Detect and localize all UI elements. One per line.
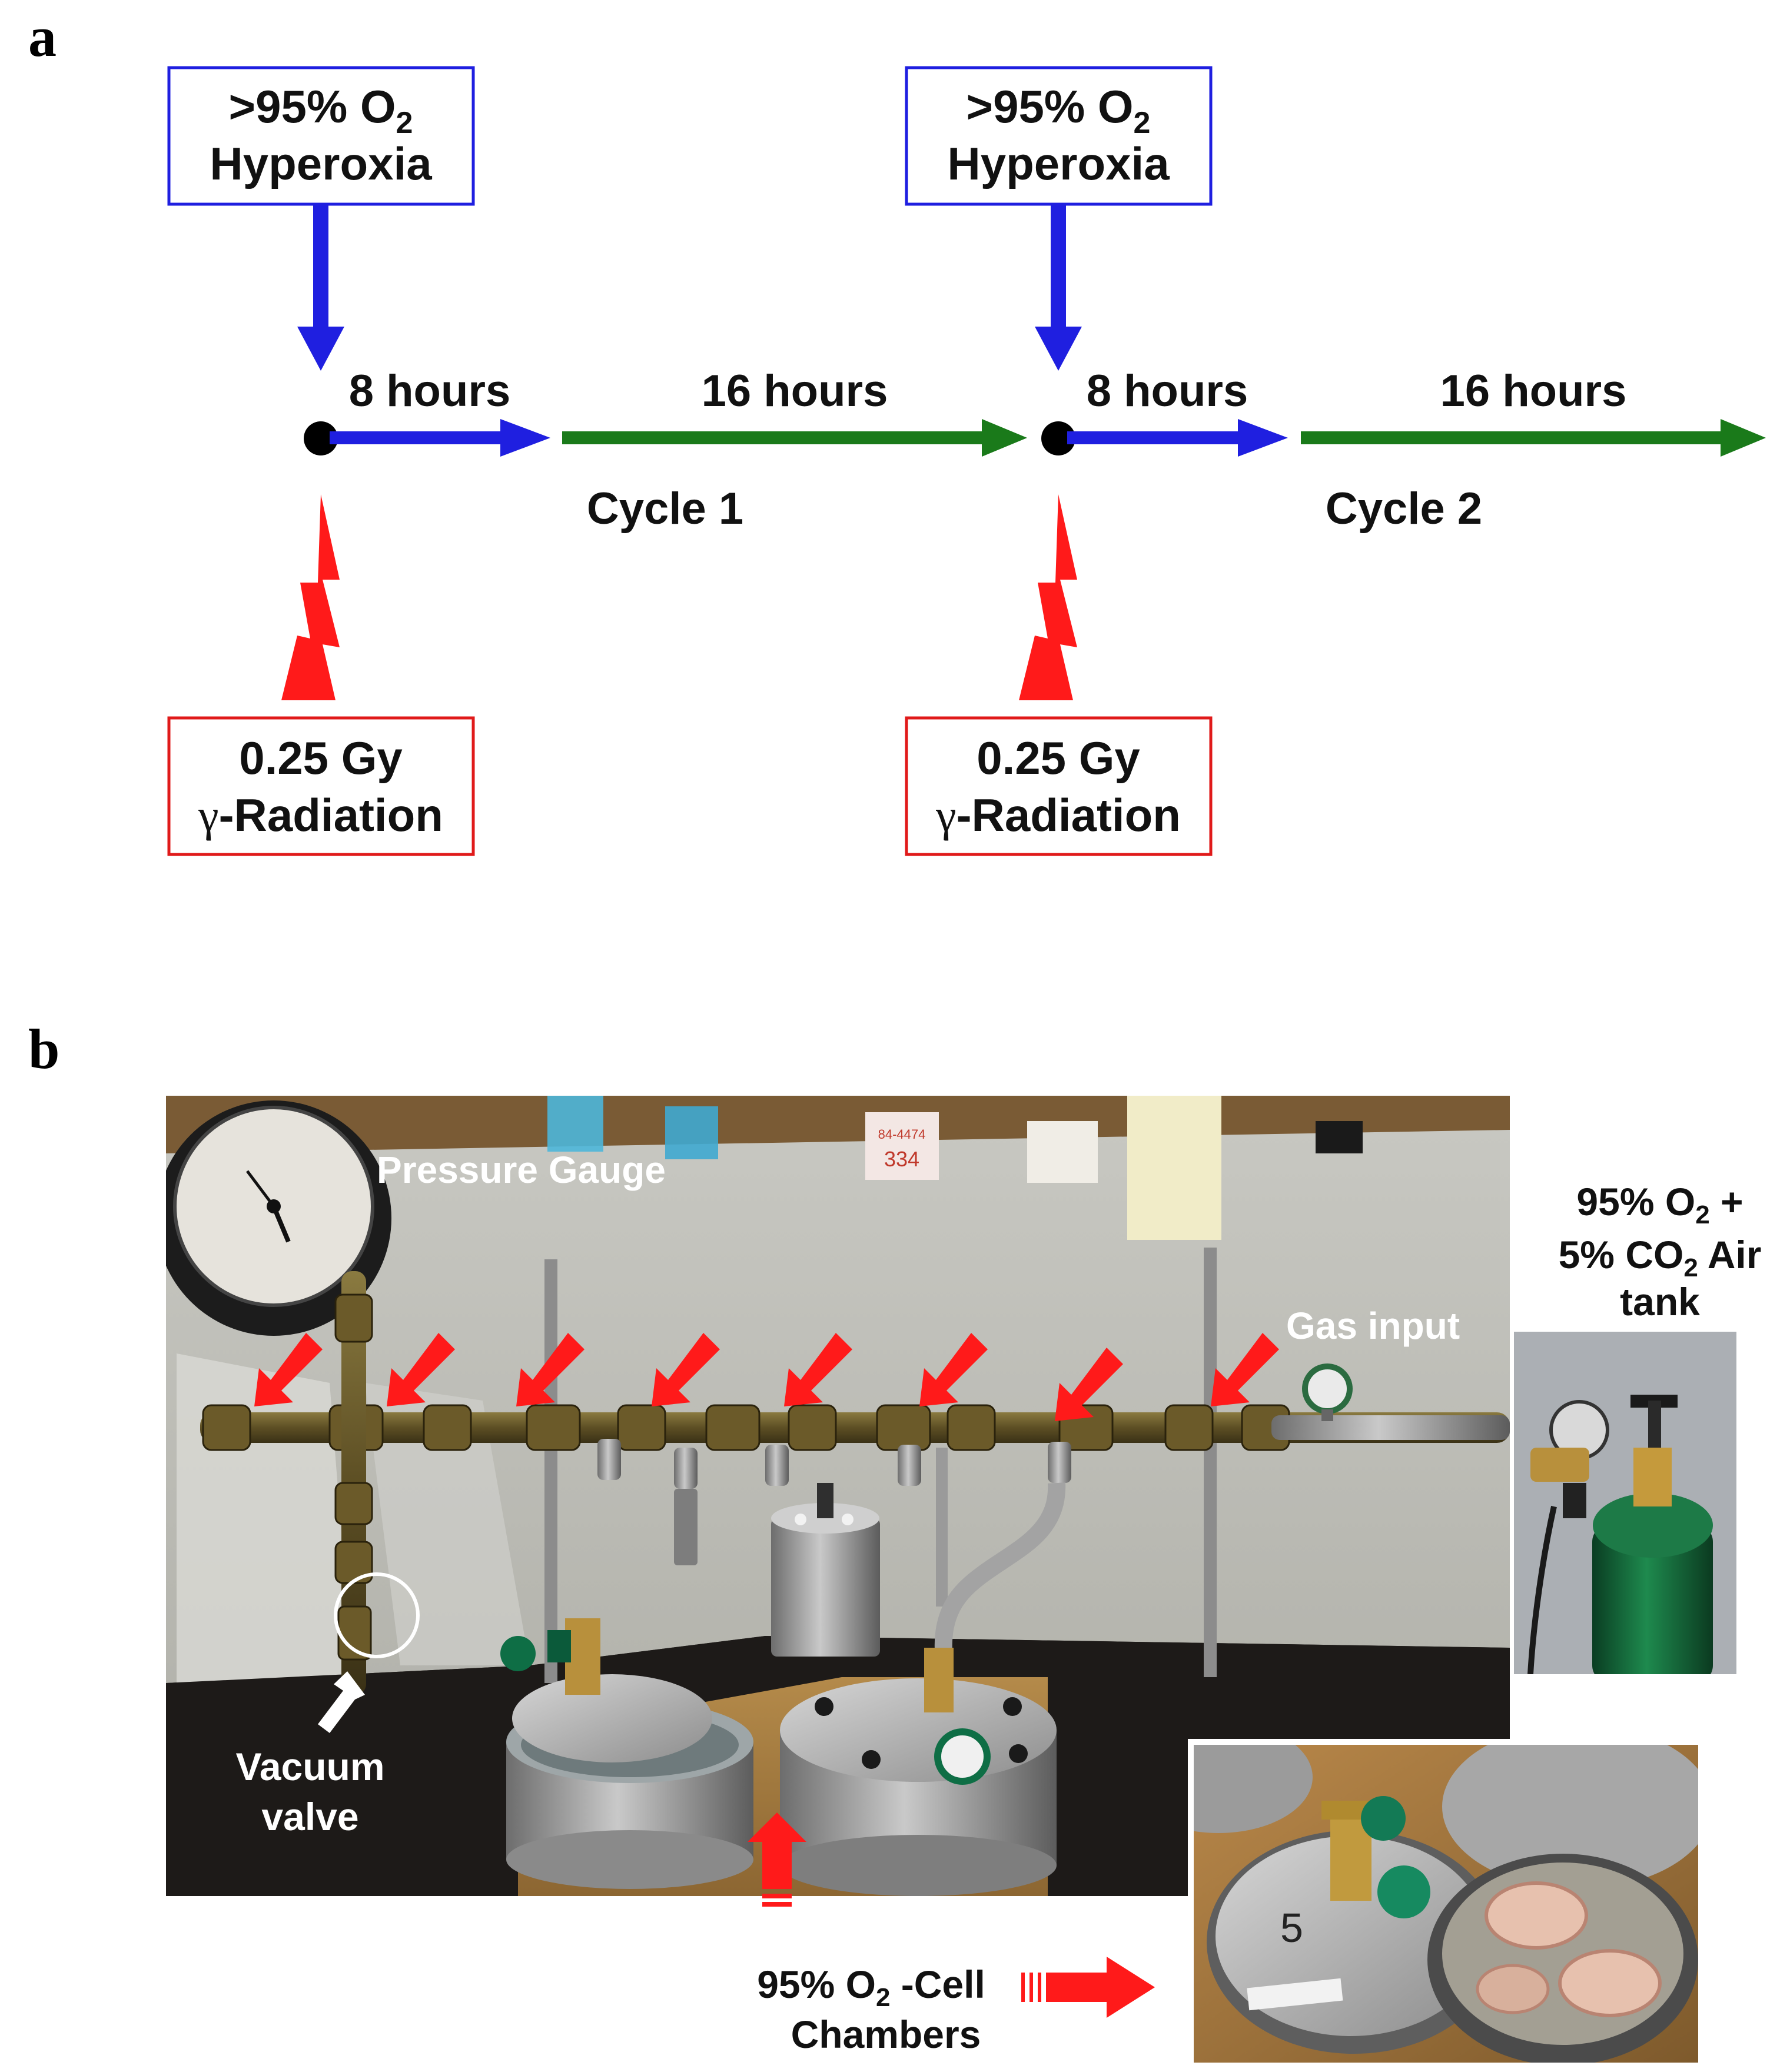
cycle-2-label: Cycle 2 <box>1326 484 1482 534</box>
gamma-symbol: γ <box>198 790 218 841</box>
cell-chamber-left <box>500 1618 753 1889</box>
svg-text:95% O2 -Cell: 95% O2 -Cell <box>757 1963 985 2012</box>
port-arrow-icon <box>254 1333 323 1406</box>
port-arrow-icon <box>652 1333 720 1406</box>
vacuum-valve-label-line2: valve <box>261 1795 358 1838</box>
chambers-up-arrow-icon <box>748 1812 806 1907</box>
phase-8h-arrow-cycle-1 <box>330 419 550 457</box>
cell-chamber-right <box>780 1648 1057 1896</box>
radiation-line1: 0.25 Gy <box>239 732 403 784</box>
phase-8h-label-cycle-1: 8 hours <box>349 366 511 416</box>
port-arrow-icon <box>1211 1333 1279 1406</box>
svg-text:>95% O2: >95% O2 <box>967 81 1151 140</box>
gas-input-label: Gas input <box>1286 1305 1460 1347</box>
hyperoxia-line1: >95% O <box>229 81 396 132</box>
chambers-line1-sub: 2 <box>876 1983 890 2012</box>
chambers-line1-prefix: 95% O <box>757 1963 876 2006</box>
chamber-number-label: 5 <box>1280 1905 1303 1951</box>
port-arrow-icon <box>1055 1348 1123 1421</box>
main-photo: 84-4474 334 <box>166 1096 1510 1896</box>
radiation-line2: -Radiation <box>219 789 443 841</box>
radiation-lightning-icon-cycle-1 <box>281 494 340 700</box>
gamma-symbol: γ <box>935 790 956 841</box>
sticky-note-text-1: 84-4474 <box>878 1127 926 1142</box>
port-arrow-icon <box>387 1333 455 1406</box>
svg-text:5% CO2 Air: 5% CO2 Air <box>1559 1233 1762 1282</box>
hyperoxia-down-arrow-cycle-2 <box>1035 204 1082 371</box>
hyperoxia-line2: Hyperoxia <box>210 138 432 189</box>
tank-line1-suffix: + <box>1710 1180 1743 1223</box>
tank-line2-suffix: Air <box>1698 1233 1762 1276</box>
chambers-right-arrow-icon <box>1021 1957 1155 2018</box>
hyperoxia-box-cycle-1: >95% O2 Hyperoxia <box>167 66 475 206</box>
hyperoxia-line1: >95% O <box>967 81 1134 132</box>
sticky-note-text-2: 334 <box>884 1147 919 1171</box>
svg-text:γ-Radiation: γ-Radiation <box>198 789 443 841</box>
svg-text:>95% O2: >95% O2 <box>229 81 413 140</box>
radiation-box-cycle-2: 0.25 Gy γ-Radiation <box>905 716 1213 856</box>
cycle-2-group: >95% O2 Hyperoxia 8 hours 16 hours Cycle… <box>905 66 1766 856</box>
svg-text:γ-Radiation: γ-Radiation <box>935 789 1181 841</box>
panel-a: a >95% O2 Hyperoxia 8 hou <box>28 5 1766 856</box>
phase-16h-label-cycle-1: 16 hours <box>702 366 888 416</box>
air-tank-photo <box>1514 1332 1736 1674</box>
tank-line2-prefix: 5% CO <box>1559 1233 1684 1276</box>
tank-line1-prefix: 95% O <box>1576 1180 1695 1223</box>
manifold-port-arrows <box>254 1333 1279 1421</box>
air-tank-label: 95% O2 + 5% CO2 Air tank <box>1559 1180 1762 1323</box>
chambers-line2: Chambers <box>791 2013 981 2056</box>
cycle-2-start-dot <box>1041 421 1075 455</box>
radiation-box-cycle-1: 0.25 Gy γ-Radiation <box>167 716 475 856</box>
hyperoxia-line1-subscript: 2 <box>1134 106 1151 140</box>
vacuum-valve-highlight-circle <box>334 1572 420 1658</box>
port-arrow-icon <box>784 1333 852 1406</box>
hyperoxia-box-cycle-2: >95% O2 Hyperoxia <box>905 66 1213 206</box>
gas-tank-icon <box>1530 1395 1713 1674</box>
panel-a-label: a <box>28 5 57 68</box>
phase-8h-arrow-cycle-2 <box>1067 419 1288 457</box>
tank-line3: tank <box>1620 1280 1700 1323</box>
pressure-gauge-icon <box>166 1100 391 1336</box>
phase-8h-label-cycle-2: 8 hours <box>1087 366 1248 416</box>
tank-line1-sub: 2 <box>1695 1200 1709 1229</box>
hyperoxia-down-arrow-cycle-1 <box>297 204 344 371</box>
phase-16h-arrow-cycle-1 <box>562 419 1027 457</box>
radiation-lightning-icon-cycle-2 <box>1019 494 1077 700</box>
cycle-1-label: Cycle 1 <box>587 484 743 534</box>
hyperoxia-line2: Hyperoxia <box>947 138 1170 189</box>
vacuum-valve-label-line1: Vacuum <box>235 1745 384 1788</box>
port-arrow-icon <box>919 1333 988 1406</box>
cell-chambers-label: 95% O2 -Cell Chambers <box>757 1963 985 2056</box>
svg-text:95% O2 +: 95% O2 + <box>1576 1180 1743 1229</box>
panel-b: b 84-4474 334 <box>28 1017 1761 2068</box>
chamber-inset-photo: 5 <box>1188 1739 1704 2068</box>
cycle-1-start-dot <box>304 421 338 455</box>
small-chamber <box>771 1483 880 1657</box>
pressure-gauge-label: Pressure Gauge <box>377 1149 666 1191</box>
cycle-1-group: >95% O2 Hyperoxia 8 hours 16 hour <box>167 66 1027 856</box>
hyperoxia-line1-subscript: 2 <box>396 106 413 140</box>
panel-b-label: b <box>28 1017 59 1080</box>
radiation-line2: -Radiation <box>957 789 1181 841</box>
phase-16h-label-cycle-2: 16 hours <box>1440 366 1627 416</box>
phase-16h-arrow-cycle-2 <box>1301 419 1766 457</box>
tank-line2-sub: 2 <box>1683 1253 1698 1282</box>
vacuum-valve-pointer-icon <box>318 1671 365 1733</box>
radiation-line1: 0.25 Gy <box>977 732 1140 784</box>
port-arrow-icon <box>516 1333 585 1406</box>
chambers-line1-suffix: -Cell <box>890 1963 985 2006</box>
